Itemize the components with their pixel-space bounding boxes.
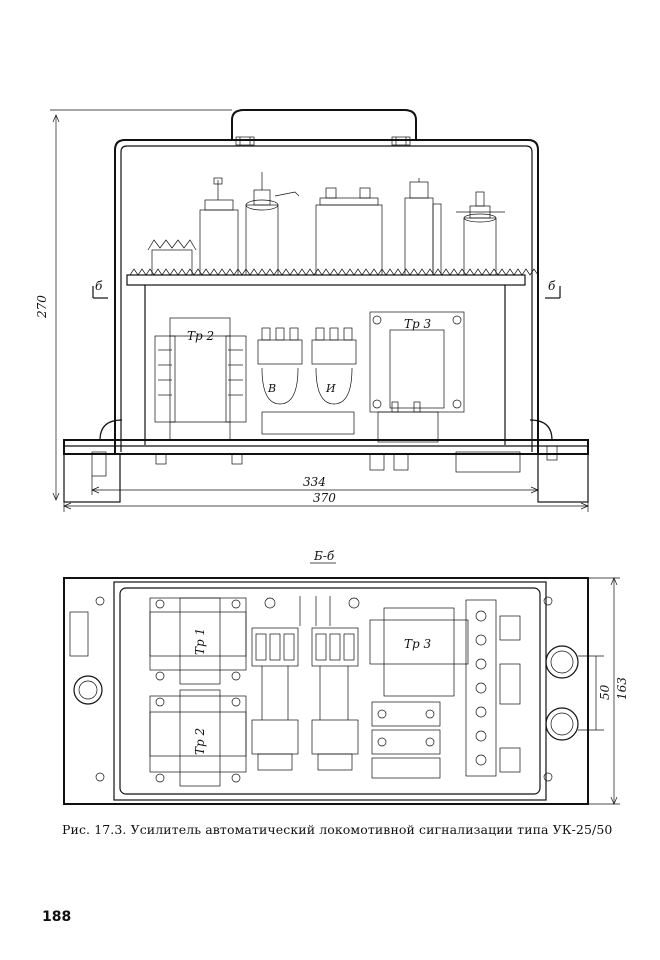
label-tr2-plan: Тр 2: [193, 728, 207, 755]
section-mark-left: б: [95, 279, 103, 293]
dim-370: 370: [313, 491, 336, 505]
figure-caption: Рис. 17.3. Усилитель автоматический локо…: [62, 822, 613, 837]
label-tr1-plan: Тр 1: [193, 628, 207, 655]
dim-270: 270: [35, 295, 49, 319]
label-i: И: [325, 382, 336, 395]
dim-50: 50: [598, 684, 612, 700]
label-tr3-top: Тр 3: [404, 317, 432, 331]
front-elevation-view: Тр 2 В И Тр 3: [35, 109, 589, 512]
page-number: 188: [42, 909, 72, 925]
dim-334: 334: [303, 475, 326, 489]
dim-163: 163: [615, 677, 629, 700]
section-title: Б-б: [313, 549, 335, 563]
label-v: В: [267, 382, 276, 395]
label-tr2-top: Тр 2: [187, 329, 214, 343]
plan-section-view: Тр 1 Тр 2: [63, 577, 629, 805]
label-tr3-plan: Тр 3: [404, 637, 432, 651]
section-mark-right: б: [548, 279, 556, 293]
